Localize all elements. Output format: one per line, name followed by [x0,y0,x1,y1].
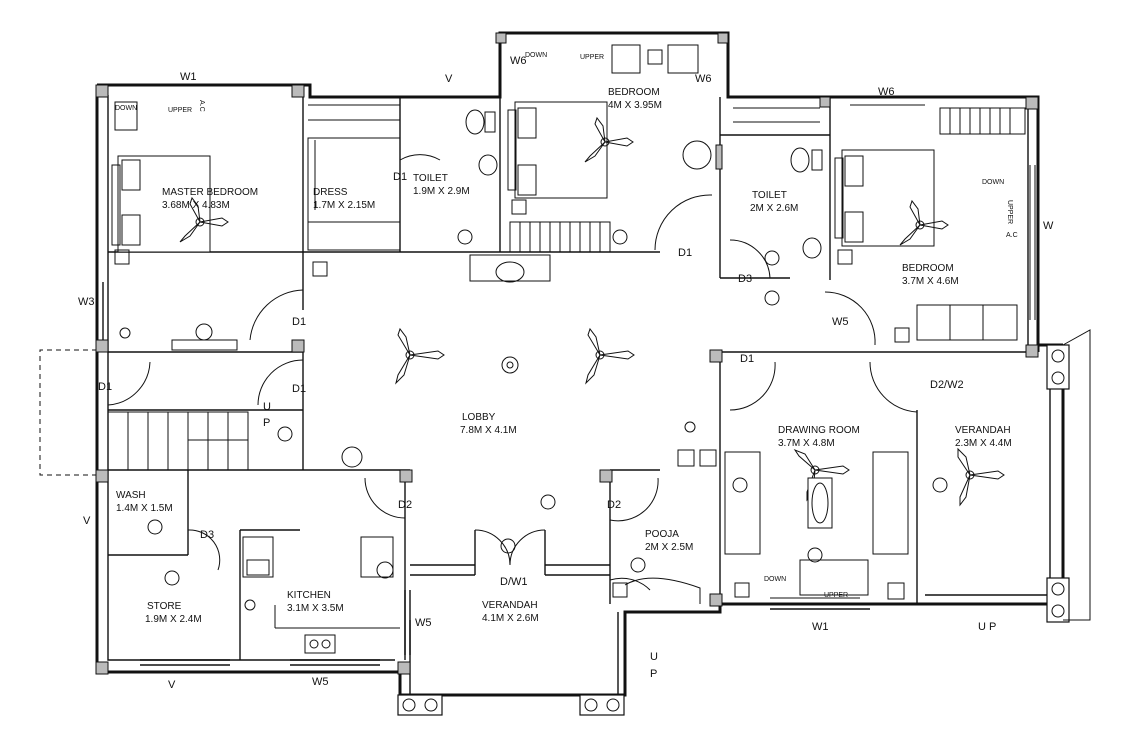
window-label-w: W [1043,220,1054,232]
door-label-d1-f: D1 [393,171,407,183]
upper-label-c: UPPER [1006,200,1013,224]
down-label-c: DOWN [982,179,1004,186]
balcony-outline [39,349,97,476]
window-label-w1-a: W1 [180,71,197,83]
valve-label-a: V [445,73,453,85]
wardrobes [307,104,1026,253]
ac-label-a: A.C [198,100,205,112]
pooja-size: 2M X 2.5M [645,542,693,553]
window-label-w1-b: W1 [812,621,829,633]
toilet-2-name: TOILET [752,190,787,201]
door-label-d2-a: D2 [398,499,412,511]
verandah-front-name: VERANDAH [482,600,538,611]
step-up-u: U [650,651,658,663]
door-label-d1-e: D1 [740,353,754,365]
window-label-w6-c: W6 [878,86,895,98]
window-label-w6-b: W6 [695,73,712,85]
toilet-1-name: TOILET [413,173,448,184]
toilet-fixtures [341,109,823,468]
upper-label-a: UPPER [168,107,192,114]
dress-name: DRESS [313,187,348,198]
dress-size: 1.7M X 2.15M [313,200,375,211]
verandah-front-size: 4.1M X 2.6M [482,613,539,624]
master-bedroom-size: 3.68M X 4.83M [162,200,230,211]
stair-up-p: P [263,417,270,429]
wash-size: 1.4M X 1.5M [116,503,173,514]
window-label-w6-a: W6 [510,55,527,67]
door-swings [107,154,918,591]
annotations: DOWN UPPER DOWN UPPER DOWN UPPER DOWN UP… [83,52,1018,691]
stair-up-u: U [263,401,271,413]
toilet-1-size: 1.9M X 2.9M [413,186,470,197]
door-label-d3-a: D3 [200,529,214,541]
window-label-w5-a: W5 [415,617,432,629]
room-labels: MASTER BEDROOM 3.68M X 4.83M DRESS 1.7M … [116,87,1012,625]
drawing-room-size: 3.7M X 4.8M [778,438,835,449]
bedroom-2-name: BEDROOM [902,263,954,274]
pooja-name: POOJA [645,529,679,540]
furniture [114,44,1036,654]
valve-label-c: V [168,679,176,691]
door-label-d2w2: D2/W2 [930,379,964,391]
door-label-d2-b: D2 [607,499,621,511]
verandah-side-size: 2.3M X 4.4M [955,438,1012,449]
staircase [107,411,249,471]
upper-label-d: UPPER [824,592,848,599]
window-label-w5-c: W5 [832,316,849,328]
kitchen-name: KITCHEN [287,590,331,601]
window-label-w3: W3 [78,296,95,308]
bedroom-1-size: 4M X 3.95M [608,100,662,111]
walls [95,31,1065,697]
step-up-p: P [650,668,657,680]
ceiling-fans [179,116,1005,507]
bedroom-1-name: BEDROOM [608,87,660,98]
ac-label-b: A.C [1006,232,1018,239]
store-size: 1.9M X 2.4M [145,614,202,625]
wall-fixtures [119,229,948,611]
drawing-room-name: DRAWING ROOM [778,425,860,436]
door-label-d1-b: D1 [292,383,306,395]
door-label-d1-c: D1 [98,381,112,393]
store-name: STORE [147,601,182,612]
lobby-name: LOBBY [462,412,496,423]
door-label-dw1: D/W1 [500,576,528,588]
wash-name: WASH [116,490,146,501]
down-label-a: DOWN [115,105,137,112]
down-label-d: DOWN [764,576,786,583]
valve-label-b: V [83,515,91,527]
door-label-d1-d: D1 [678,247,692,259]
window-labels: W1 W1 W3 W5 W5 W5 W6 W6 W6 W [78,55,1054,688]
door-label-d1-a: D1 [292,316,306,328]
window-marks [96,282,870,666]
side-up-label: U P [978,621,996,633]
door-label-d3-b: D3 [738,273,752,285]
beds [111,101,935,253]
master-bedroom-name: MASTER BEDROOM [162,187,258,198]
upper-label-b: UPPER [580,54,604,61]
lobby-size: 7.8M X 4.1M [460,425,517,436]
door-labels: D1 D1 D1 D1 D1 D1 D2 D2 D3 D3 D2/W2 D/W1 [98,171,964,588]
columns [95,32,1091,716]
kitchen-size: 3.1M X 3.5M [287,603,344,614]
toilet-2-size: 2M X 2.6M [750,203,798,214]
bedroom-2-size: 3.7M X 4.6M [902,276,959,287]
down-label-b: DOWN [525,52,547,59]
verandah-side-name: VERANDAH [955,425,1011,436]
window-label-w5-b: W5 [312,676,329,688]
